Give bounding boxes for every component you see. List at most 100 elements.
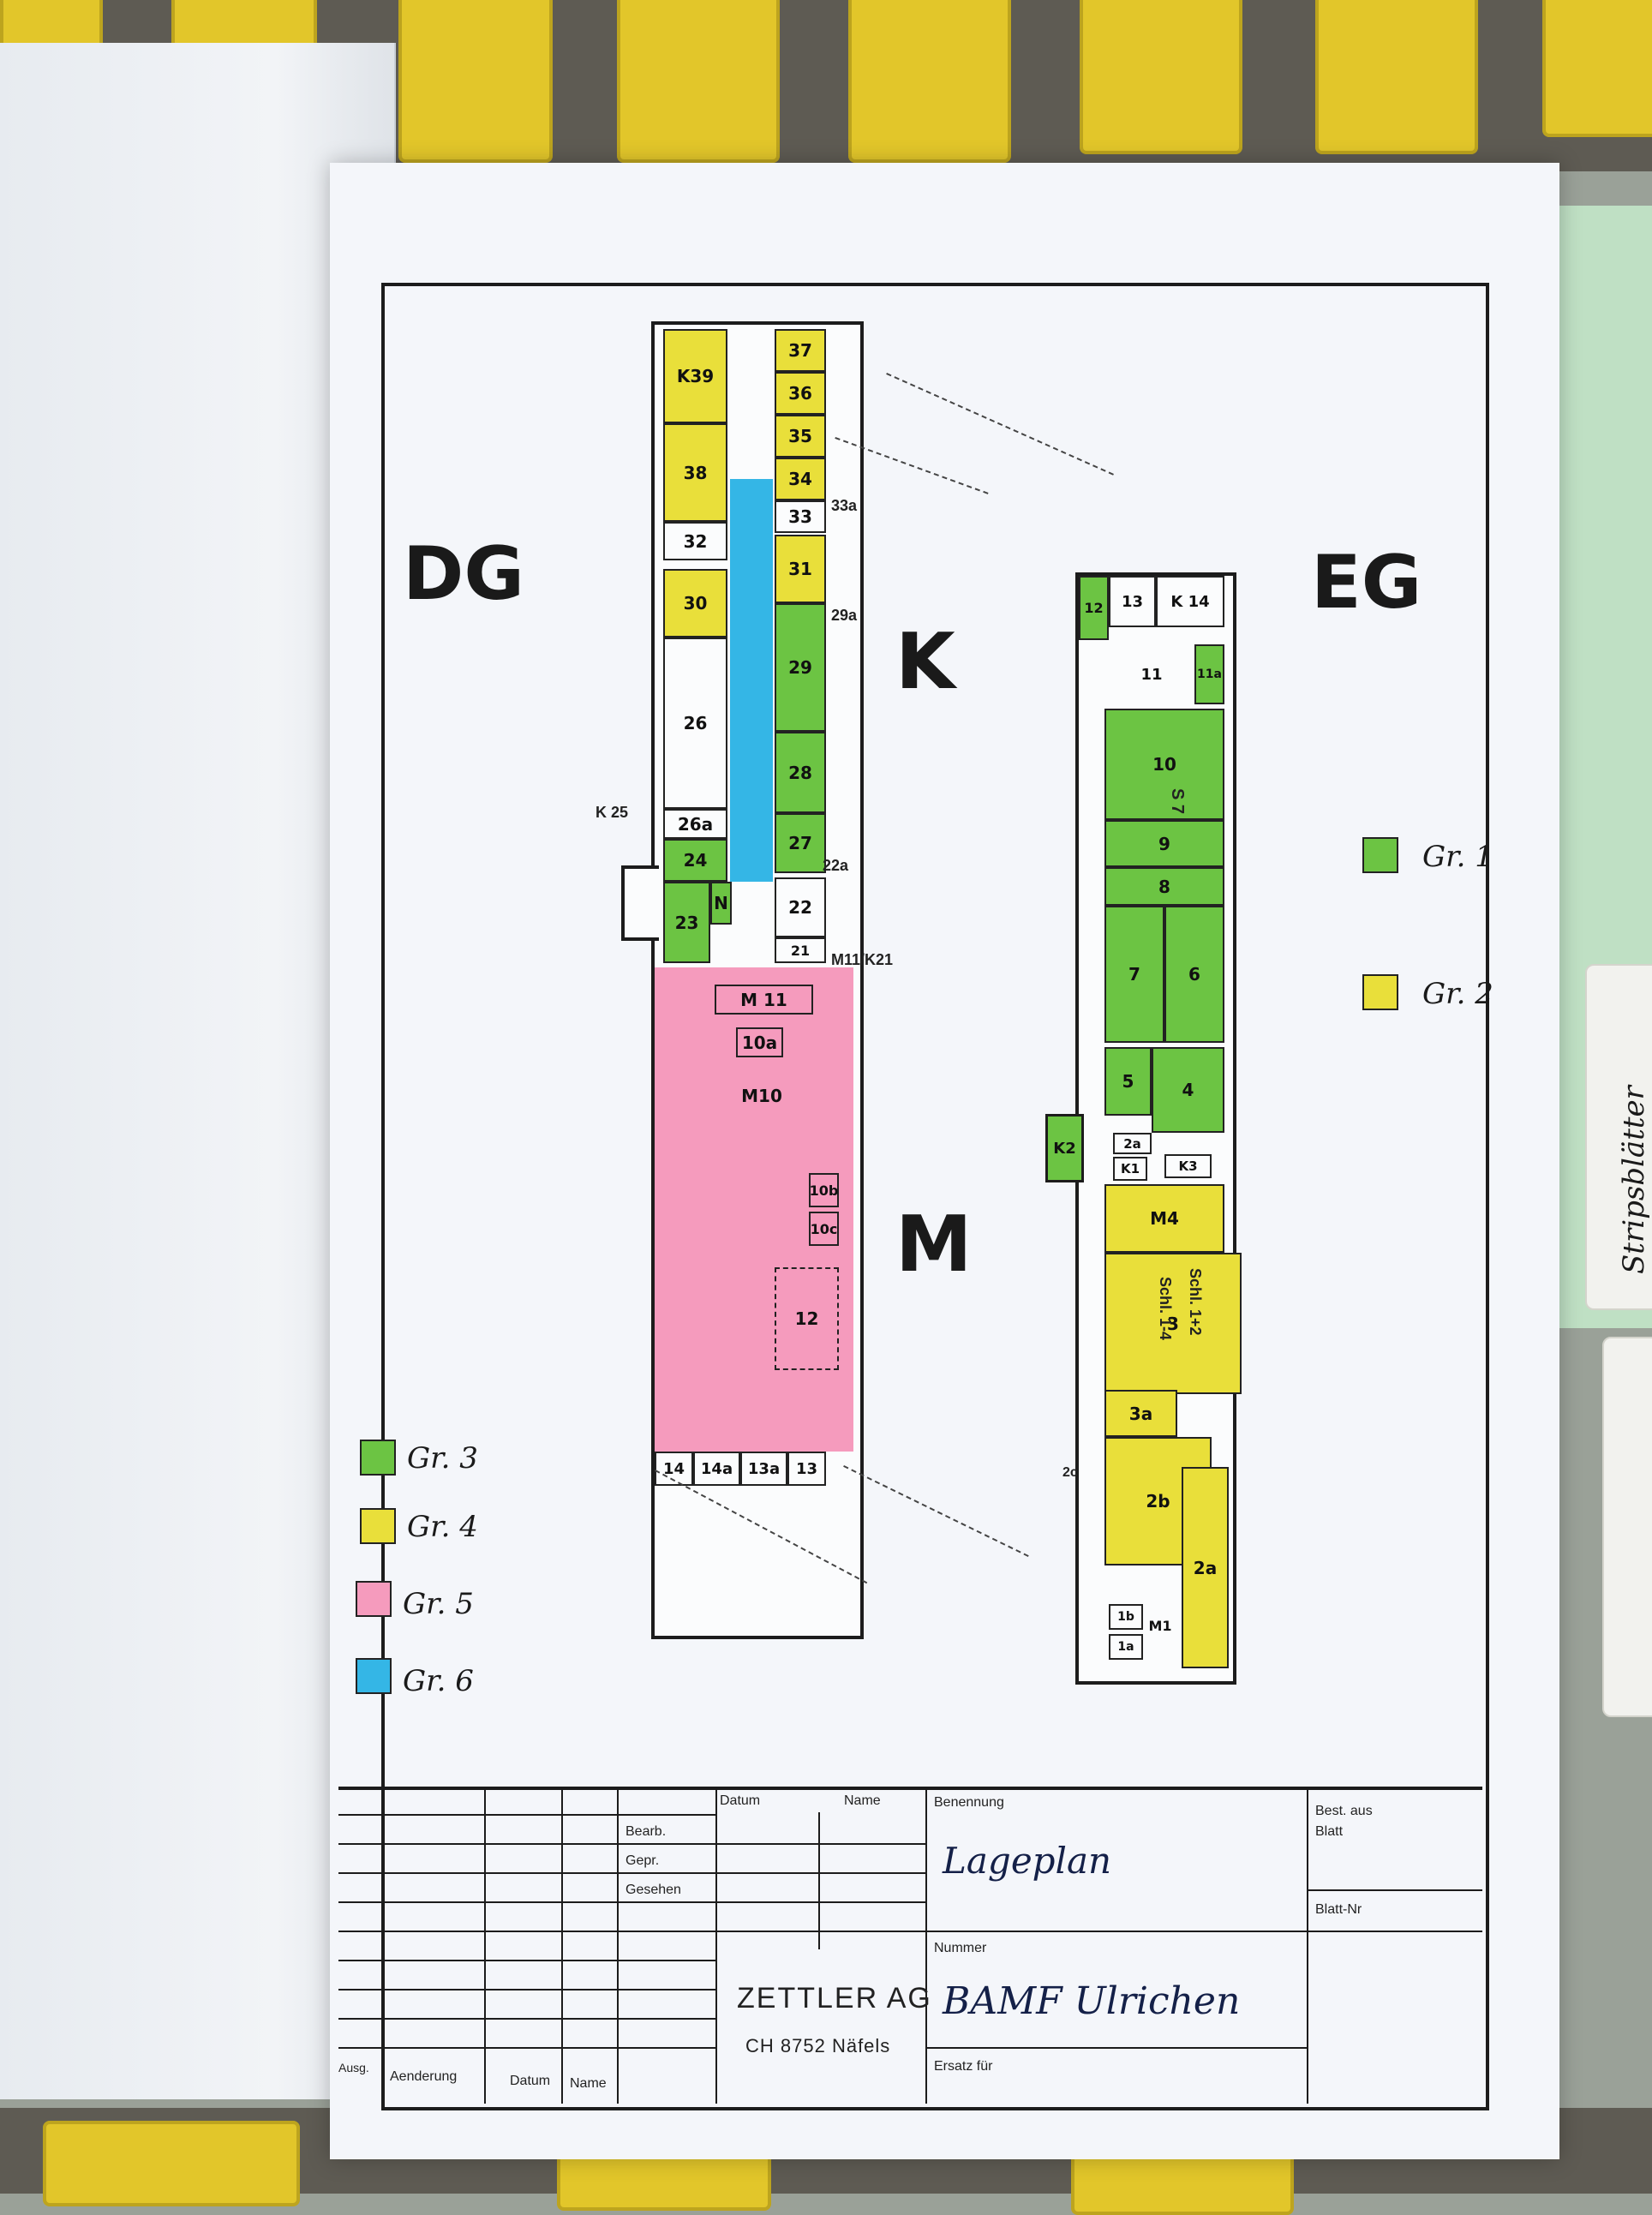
tb-blatt: Blatt <box>1315 1824 1344 1839</box>
room-eg-2c: 2c <box>1062 1465 1078 1480</box>
room-37: 37 <box>775 329 826 372</box>
legend-label-gr5: Gr. 5 <box>403 1587 474 1621</box>
legend-swatch-gr1 <box>1362 837 1398 873</box>
room-21: 21 <box>775 937 826 963</box>
legend-swatch-gr3 <box>360 1440 396 1476</box>
room-eg-1b: 1b <box>1109 1604 1143 1630</box>
bench-slat <box>1315 0 1478 154</box>
room-10a: 10a <box>736 1027 783 1057</box>
room-24: 24 <box>663 839 727 882</box>
legend-swatch-gr5 <box>356 1581 392 1617</box>
tb-col-name: Name <box>844 1793 881 1808</box>
room-13a: 13a <box>740 1452 787 1486</box>
callout-m11-k21: M11/K21 <box>831 951 894 968</box>
room-33: 33 <box>775 500 826 533</box>
room-n: N <box>710 882 732 925</box>
room-13: 13 <box>787 1452 826 1486</box>
legend-label-gr4: Gr. 4 <box>407 1510 478 1544</box>
legend-label-gr1: Gr. 1 <box>1422 840 1493 874</box>
tb-nummer-label: Nummer <box>934 1941 987 1955</box>
room-12: 12 <box>775 1267 839 1370</box>
room-eg-m1: M1 <box>1143 1608 1177 1643</box>
legend-label-gr2: Gr. 2 <box>1422 977 1493 1011</box>
room-m10: M10 <box>723 1079 800 1113</box>
callout-29a: 29a <box>831 607 858 624</box>
side-index-tab-2[interactable] <box>1602 1337 1652 1717</box>
room-eg-10: 10 <box>1104 709 1224 820</box>
room-28: 28 <box>775 732 826 813</box>
room-eg-3a: 3a <box>1104 1390 1177 1437</box>
tb-row-gepr: Gepr. <box>625 1853 660 1868</box>
callout-schl-1-4: Schl. 1-4 <box>1157 1277 1174 1341</box>
room-14: 14 <box>655 1452 693 1486</box>
room-eg-k14: K 14 <box>1156 576 1224 627</box>
room-26a: 26a <box>663 809 727 839</box>
legend-swatch-gr6 <box>356 1658 392 1694</box>
room-36: 36 <box>775 372 826 415</box>
bench-slat <box>398 0 553 163</box>
tb-name: Name <box>570 2076 607 2091</box>
bench-slat <box>617 0 780 163</box>
tb-ausg: Ausg. <box>338 2061 369 2074</box>
callout-schl-1-2: Schl. 1+2 <box>1187 1268 1204 1336</box>
tb-col-datum: Datum <box>720 1793 761 1808</box>
room-10b: 10b <box>809 1173 839 1207</box>
tb-ersatz-fuer: Ersatz für <box>934 2059 993 2074</box>
bench-slat <box>1080 0 1242 154</box>
room-eg-k1: K1 <box>1113 1157 1147 1181</box>
bench-slat <box>848 0 1011 163</box>
callout-k25: K 25 <box>596 804 629 821</box>
title-dg: DG <box>403 531 524 617</box>
tb-benennung-value: Lageplan <box>943 1840 1112 1882</box>
dg-bump <box>621 865 659 941</box>
room-eg-9: 9 <box>1104 820 1224 867</box>
side-index-tab[interactable]: Stripsblätter <box>1585 964 1652 1310</box>
room-eg-12: 12 <box>1079 576 1109 640</box>
tb-row-gesehen: Gesehen <box>625 1883 681 1897</box>
floorplan-eg: 12 13 K 14 11 11a 10 9 8 7 6 5 4 2a K1 K… <box>1075 572 1242 1685</box>
room-m11: M 11 <box>715 985 813 1015</box>
room-eg-k3: K3 <box>1164 1154 1212 1178</box>
callout-22a: 22a <box>823 857 849 874</box>
corridor-gr6 <box>730 479 773 882</box>
room-eg-6: 6 <box>1164 906 1224 1043</box>
room-k39: K39 <box>663 329 727 423</box>
letter-k: K <box>895 617 955 707</box>
room-10c: 10c <box>809 1212 839 1246</box>
room-31: 31 <box>775 535 826 603</box>
room-27: 27 <box>775 813 826 873</box>
room-30: 30 <box>663 569 727 638</box>
room-eg-8: 8 <box>1104 867 1224 906</box>
room-23: 23 <box>663 882 710 963</box>
side-tab-label: Stripsblätter <box>1617 1086 1651 1274</box>
room-eg-k2: K2 <box>1045 1114 1084 1182</box>
room-29: 29 <box>775 603 826 732</box>
room-eg-4: 4 <box>1152 1047 1224 1133</box>
room-35: 35 <box>775 415 826 458</box>
room-34: 34 <box>775 458 826 500</box>
room-eg-13: 13 <box>1109 576 1156 627</box>
legend-swatch-gr2 <box>1362 974 1398 1010</box>
tb-blatt-nr: Blatt-Nr <box>1315 1902 1362 1917</box>
room-eg-11a: 11a <box>1194 644 1224 704</box>
room-eg-m4: M4 <box>1104 1184 1224 1253</box>
room-38: 38 <box>663 423 727 522</box>
callout-s7: S 7 <box>1168 788 1187 815</box>
room-eg-7: 7 <box>1104 906 1164 1043</box>
room-eg-1a: 1a <box>1109 1634 1143 1660</box>
tb-datum: Datum <box>510 2074 551 2088</box>
tb-benennung-label: Benennung <box>934 1795 1004 1810</box>
drawing-frame <box>381 283 1489 2110</box>
tb-aenderung: Aenderung <box>390 2069 458 2084</box>
floorplan-dg: K39 37 36 35 38 34 33 32 30 31 29 26 28 … <box>651 321 864 1639</box>
legend-label-gr6: Gr. 6 <box>403 1664 474 1698</box>
legend-label-gr3: Gr. 3 <box>407 1441 478 1476</box>
tb-company-addr: CH 8752 Näfels <box>745 2035 891 2056</box>
tb-nummer-value: BAMF Ulrichen <box>943 1979 1241 2023</box>
room-eg-2a-top: 2a <box>1113 1133 1152 1154</box>
room-26: 26 <box>663 638 727 809</box>
callout-33a: 33a <box>831 497 858 514</box>
room-32: 32 <box>663 522 727 560</box>
bench-slat <box>43 2121 300 2206</box>
title-eg: EG <box>1311 540 1422 626</box>
